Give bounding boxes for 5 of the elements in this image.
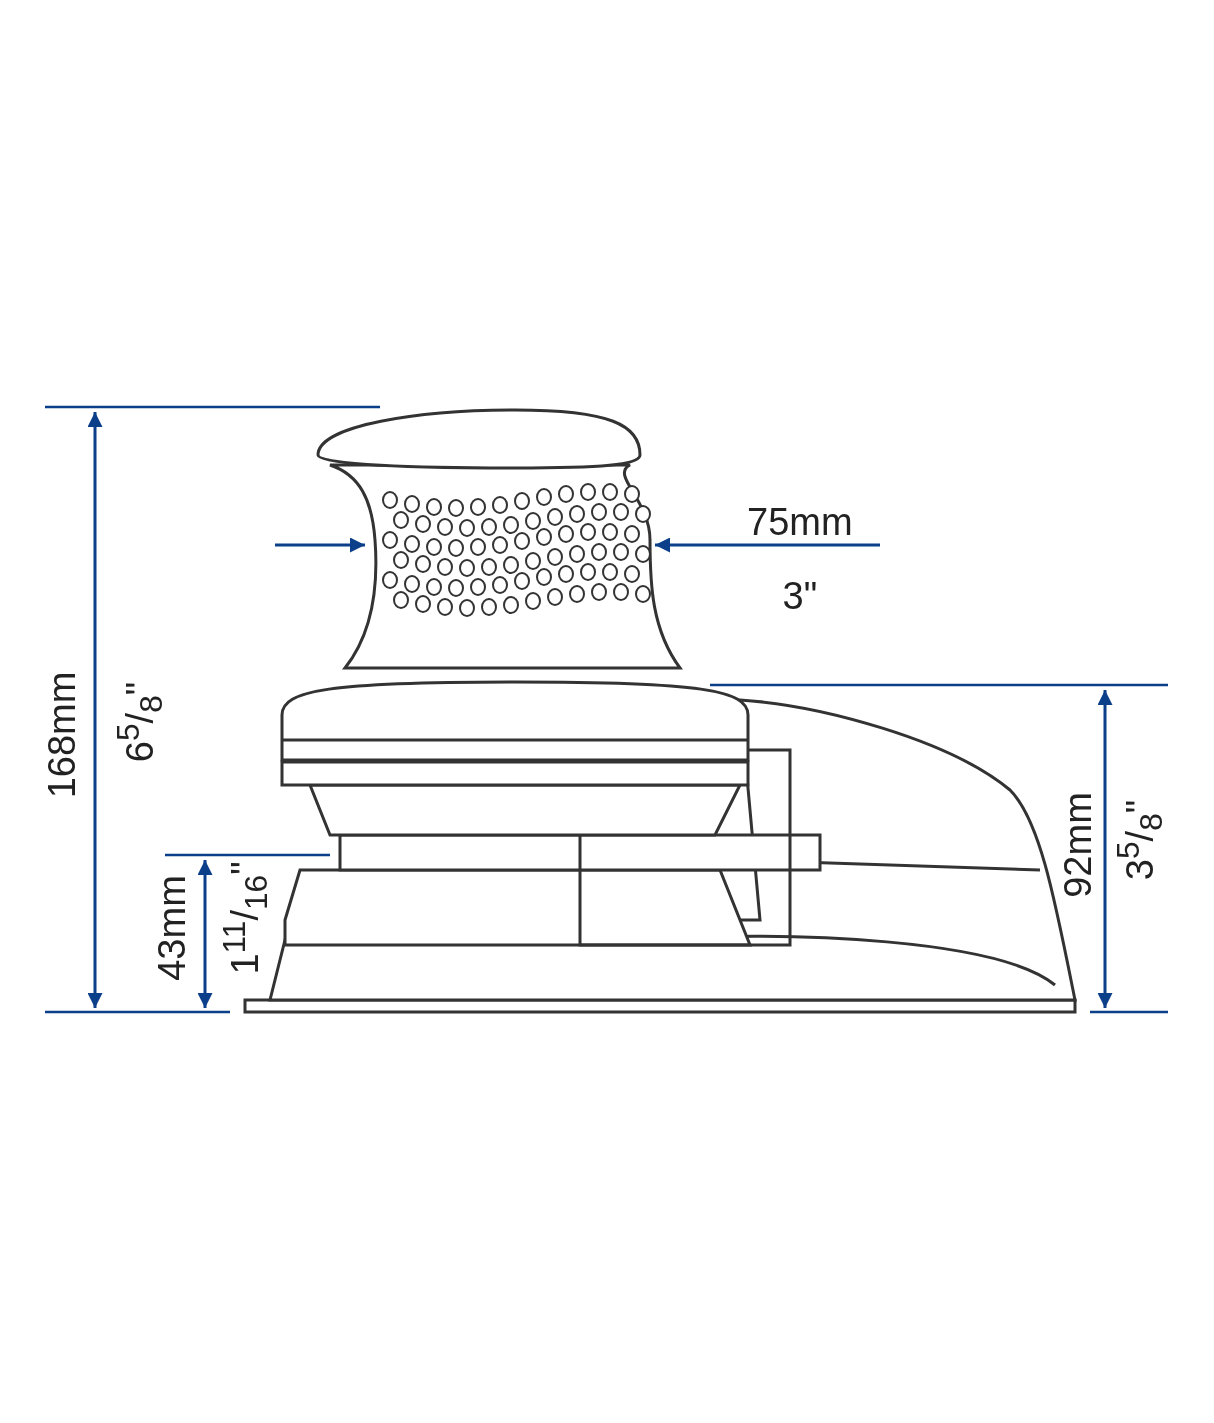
dimension-label: 3" <box>782 577 818 615</box>
dimension-label: 92mm <box>1058 792 1097 898</box>
dimension-label: 75mm <box>747 503 853 541</box>
dimension-label: 168mm <box>42 671 81 799</box>
dimension-label: 43mm <box>152 875 191 981</box>
